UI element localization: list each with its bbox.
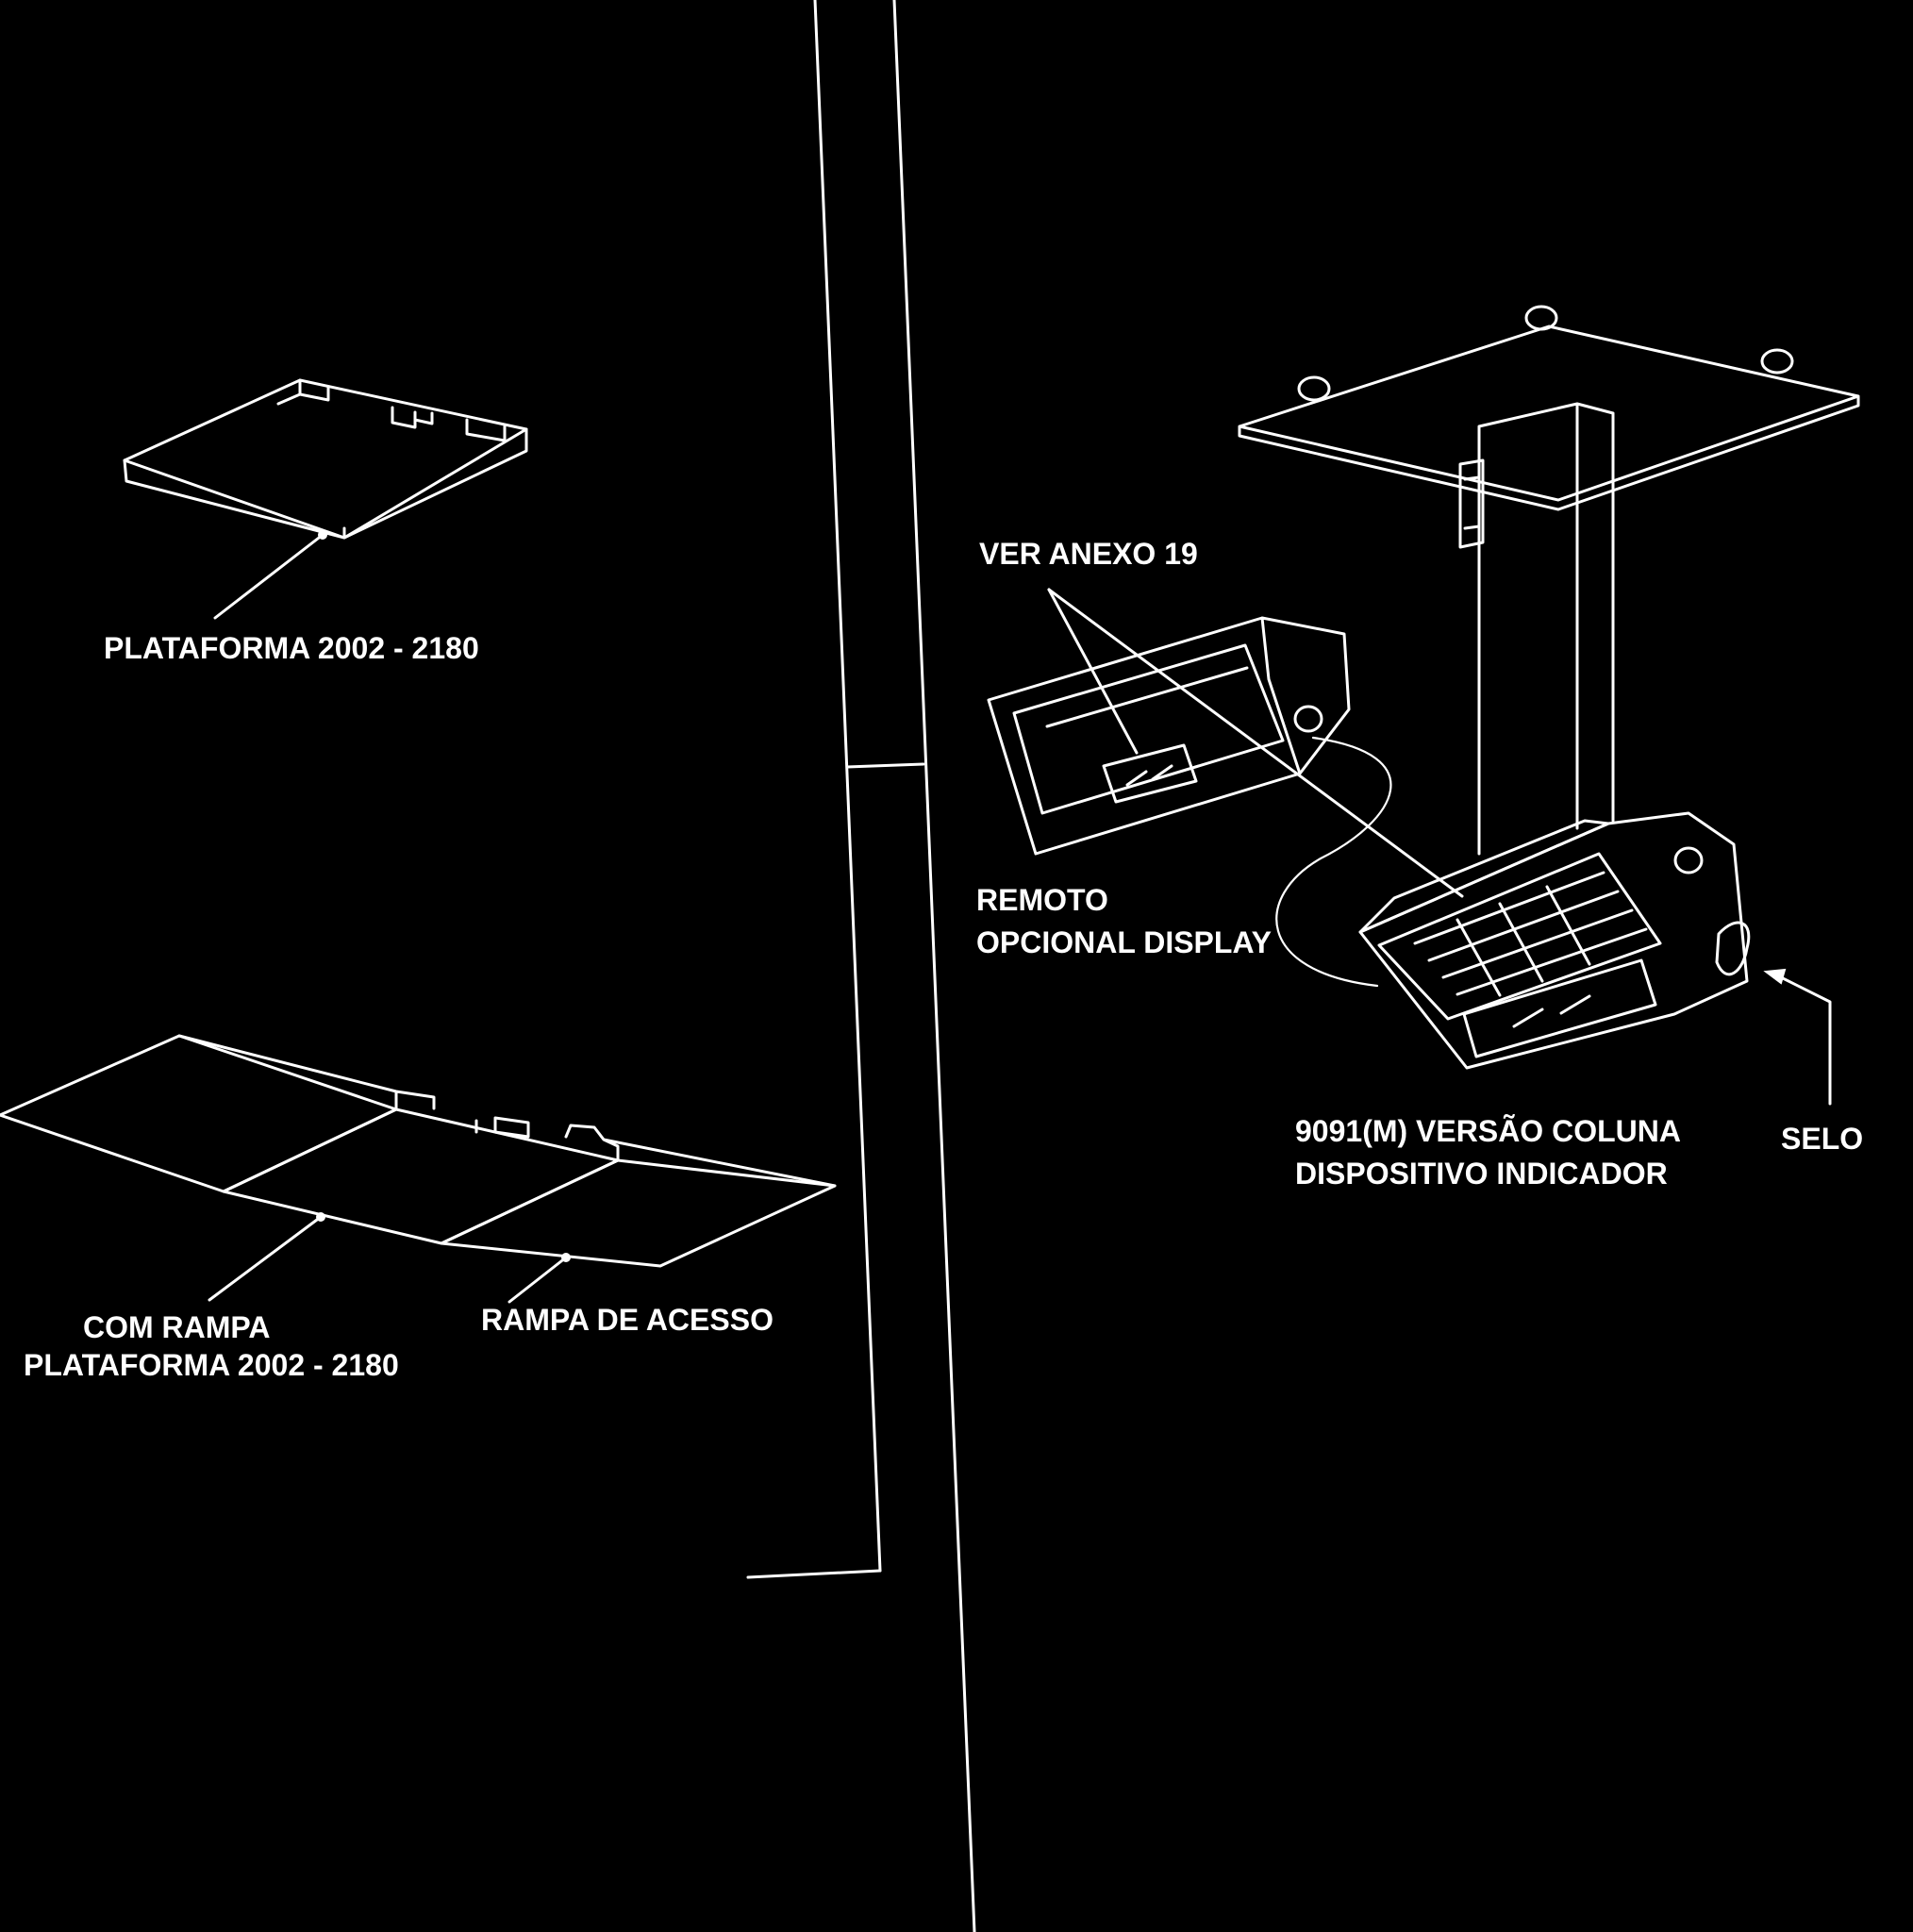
column-indicator-drawing: [987, 305, 1860, 1106]
label-ver-anexo: VER ANEXO 19: [979, 537, 1198, 571]
platform-top-connector: [391, 406, 434, 429]
mount-bolt-right: [1760, 348, 1794, 375]
indicator-display-window: [1462, 958, 1657, 1058]
remote-display-knob: [1293, 705, 1323, 733]
platform-top-outline: [123, 378, 528, 540]
ramp-access-leader: [507, 1256, 568, 1304]
indicator-keypad-area: [1377, 852, 1662, 1021]
platform-drawing-top: [123, 378, 528, 620]
platform-top-leader-dot: [318, 530, 327, 540]
platform-top-slot-left: [276, 378, 330, 406]
ramp-access-leader-dot: [561, 1253, 571, 1262]
bracket-tick-bottom: [746, 1569, 882, 1579]
selo-leader: [1772, 972, 1832, 1106]
ver-anexo-leader-a: [1047, 588, 1139, 755]
column-body: [1477, 402, 1615, 856]
platform-top-leader: [213, 533, 324, 620]
indicator-knob: [1673, 846, 1704, 874]
indicator-display-marks: [1512, 994, 1591, 1028]
seal-device: [1715, 921, 1751, 976]
display-cable: [1275, 736, 1392, 988]
labels: PLATAFORMA 2002 - 2180 COM RAMPA PLATAFO…: [24, 537, 1863, 1382]
indicator-top-lid: [1358, 819, 1610, 934]
platform-ramp-right-top: [564, 1124, 837, 1188]
label-plataforma-top: PLATAFORMA 2002 - 2180: [104, 631, 479, 665]
label-opcional-display: OPCIONAL DISPLAY: [976, 925, 1272, 959]
platform-center: [222, 1108, 620, 1245]
platform-top-slot-right: [465, 418, 507, 442]
platform-top-front-edge: [123, 427, 528, 540]
remote-display-window: [1102, 743, 1198, 804]
remote-display-inner: [1012, 643, 1285, 815]
selo-leader-arrowhead: [1763, 968, 1787, 985]
platform-connector: [474, 1116, 530, 1139]
remote-display-marks: [1125, 764, 1173, 787]
frame-lines: [746, 0, 976, 1932]
label-selo: SELO: [1781, 1122, 1863, 1156]
divider-line-right: [892, 0, 976, 1932]
platform-ramp-leader-dot: [316, 1212, 325, 1222]
indicator-keypad-grid: [1413, 871, 1648, 997]
mount-bolt-left: [1297, 375, 1331, 402]
label-com-rampa: COM RAMPA: [83, 1310, 271, 1344]
platform-drawing-ramp: [0, 1034, 837, 1304]
label-remoto: REMOTO: [976, 883, 1108, 917]
column-mount-plate: [1238, 325, 1860, 511]
platform-top-ridge: [177, 1034, 436, 1111]
mount-bolt-center: [1524, 305, 1558, 331]
label-plataforma-bottom: PLATAFORMA 2002 - 2180: [24, 1348, 399, 1382]
platform-ramp-leader: [208, 1215, 323, 1302]
bracket-tick-top: [845, 762, 925, 769]
ramp-right: [440, 1158, 837, 1268]
indicator-housing: [1358, 811, 1749, 1070]
label-rampa-de-acesso: RAMPA DE ACESSO: [481, 1303, 774, 1337]
ver-anexo-leader-b: [1047, 588, 1464, 898]
label-versao-coluna: 9091(M) VERSÃO COLUNA: [1295, 1114, 1681, 1148]
label-dispositivo-indicador: DISPOSITIVO INDICADOR: [1295, 1157, 1668, 1191]
remote-display-housing: [987, 616, 1351, 856]
column-bracket: [1458, 458, 1485, 549]
ramp-left: [0, 1034, 398, 1193]
divider-line-left: [813, 0, 882, 1573]
